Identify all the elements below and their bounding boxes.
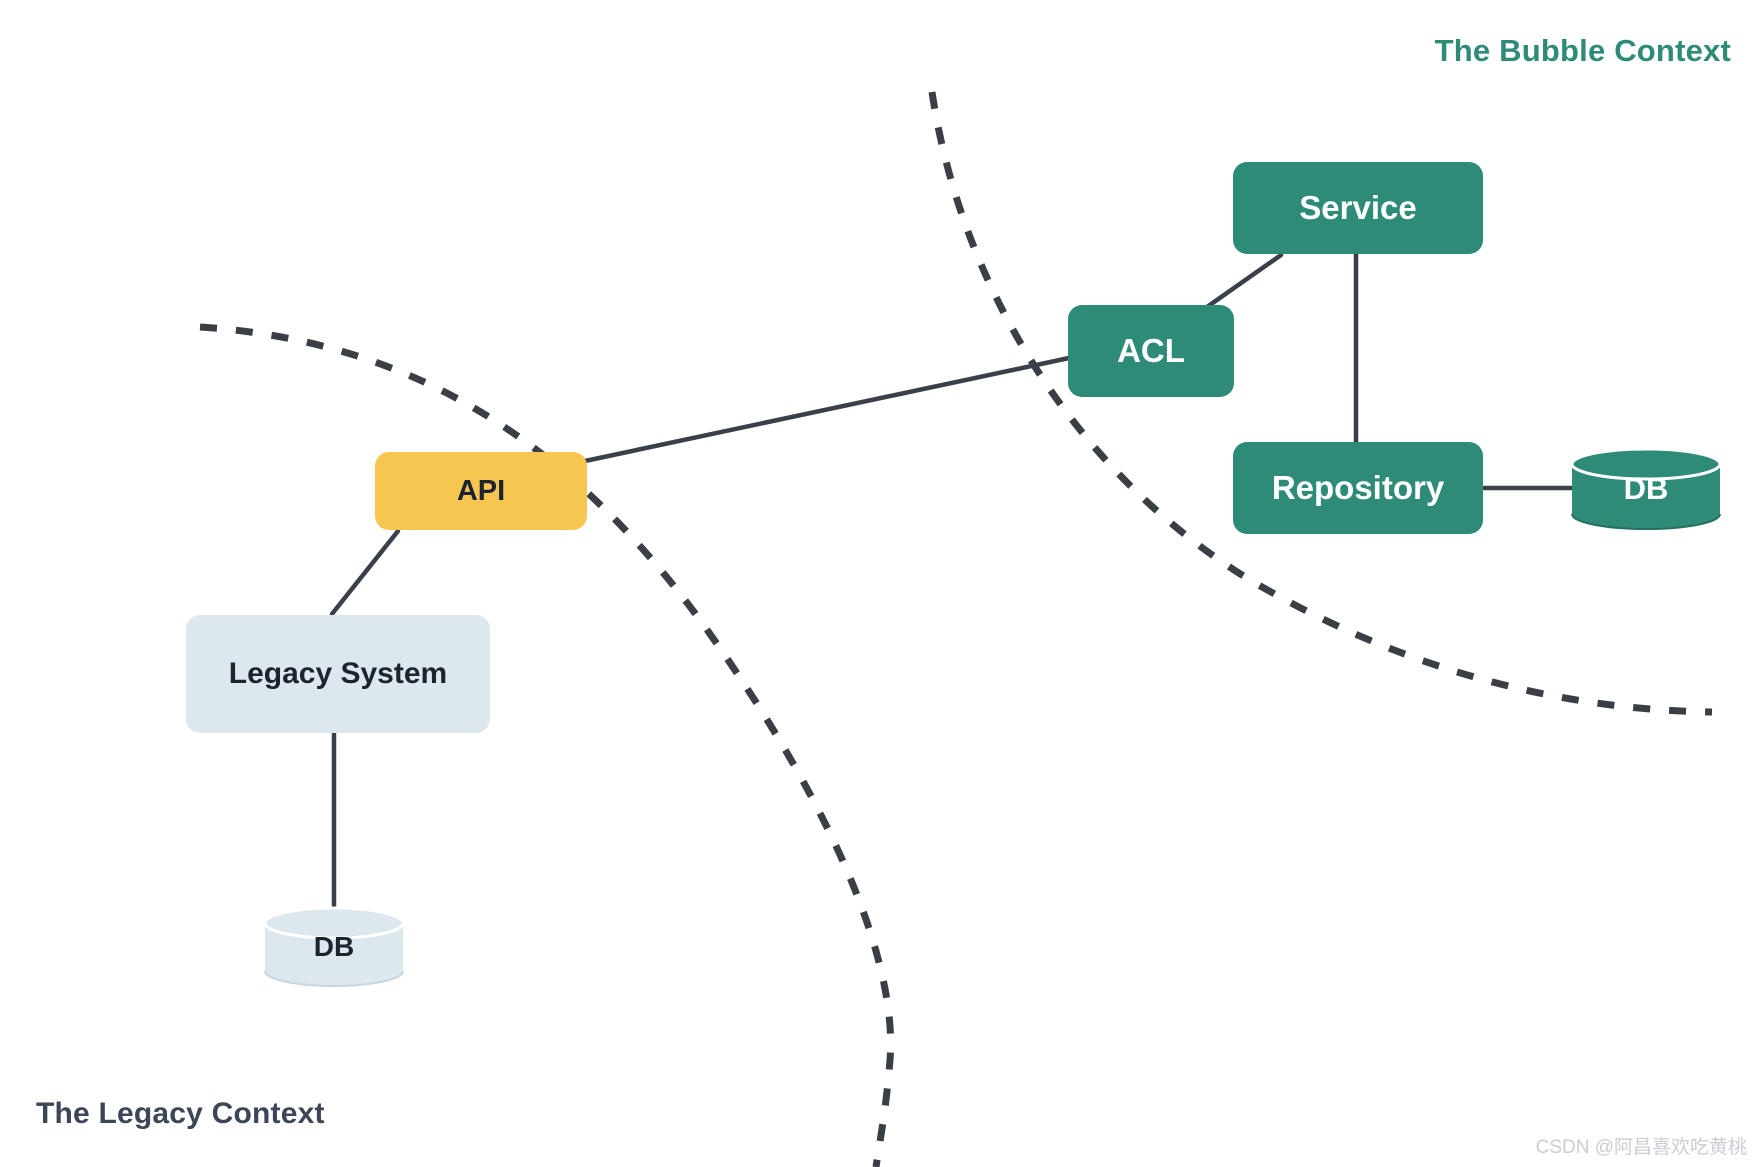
context-boundaries [199,91,1713,1167]
node-shapes [186,162,1722,987]
node-repository[interactable] [1233,442,1483,534]
node-bubble-db[interactable] [1570,447,1722,530]
node-acl[interactable] [1068,305,1234,397]
bubble-context-boundary [928,91,1713,716]
watermark-text: CSDN @阿昌喜欢吃黄桃 [1535,1137,1747,1158]
connector-api-to-acl [582,355,1072,464]
connector-acl-to-service [1204,252,1284,310]
connector-api-to-legacy-system [329,528,401,617]
node-legacy-db[interactable] [263,906,405,987]
node-legacy-system[interactable] [186,615,490,733]
node-service[interactable] [1233,162,1483,254]
bubble-context-title: The Bubble Context [1434,33,1731,68]
legacy-context-title: The Legacy Context [36,1097,325,1130]
legacy-context-boundary [199,323,895,1167]
connectors [329,251,1575,910]
node-api[interactable] [375,452,587,530]
